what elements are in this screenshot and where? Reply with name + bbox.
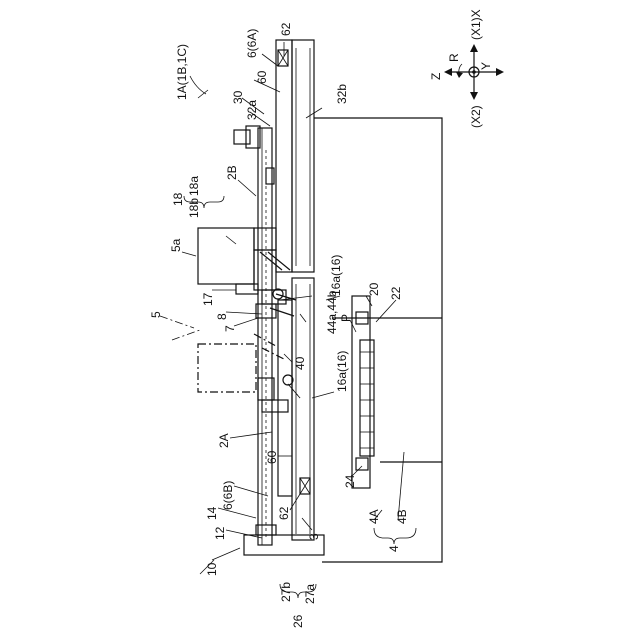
axis-label-r: R: [447, 53, 461, 62]
reference-arrows: [190, 76, 214, 574]
label-5: 5: [149, 311, 163, 318]
label-24: 24: [343, 474, 357, 488]
leader-lines: [160, 42, 404, 560]
label-6a: 6(6A): [245, 29, 259, 58]
axis-label-x1x: (X1)X: [469, 9, 483, 40]
label-18a: 18a: [187, 176, 201, 196]
axis-label-x2: (X2): [469, 105, 483, 128]
label-62-top: 62: [279, 22, 293, 36]
tool-assembly: [256, 289, 312, 412]
label-2a: 2A: [217, 433, 231, 448]
label-4b: 4B: [395, 509, 409, 524]
label-machine: 1A(1B,1C): [175, 44, 189, 100]
label-17: 17: [201, 292, 215, 306]
label-60-top: 60: [255, 70, 269, 84]
label-16a-top: 16a(16): [329, 255, 343, 296]
axes-symbol: [444, 44, 504, 100]
label-60-bot: 60: [265, 450, 279, 464]
label-30: 30: [231, 90, 245, 104]
label-32b: 32b: [335, 84, 349, 104]
label-27b: 27b: [279, 582, 293, 602]
table-24: [352, 296, 374, 488]
side-frame: [314, 118, 442, 562]
axis-label-y: Y: [479, 62, 493, 70]
upper-guide: [266, 40, 314, 272]
label-6b: 6(6B): [221, 481, 235, 510]
label-10: 10: [205, 562, 219, 576]
base-frame: [244, 128, 324, 555]
label-16a-mid: 16a(16): [335, 351, 349, 392]
axis-label-z: Z: [429, 73, 443, 80]
label-7: 7: [223, 325, 237, 332]
label-4a: 4A: [367, 509, 381, 524]
label-26: 26: [291, 614, 305, 628]
label-18: 18: [171, 192, 185, 206]
label-8: 8: [215, 313, 229, 320]
label-14: 14: [205, 506, 219, 520]
label-20: 20: [367, 282, 381, 296]
label-5a: 5a: [169, 238, 183, 252]
label-40: 40: [293, 356, 307, 370]
label-4: 4: [387, 545, 401, 552]
phantom-head: [198, 334, 286, 392]
label-3: 3: [307, 533, 321, 540]
label-2b: 2B: [225, 165, 239, 180]
label-22: 22: [389, 286, 403, 300]
label-27a: 27a: [303, 584, 317, 604]
label-62-bot: 62: [277, 506, 291, 520]
label-18b: 18b: [187, 198, 201, 218]
label-p: P: [339, 314, 353, 322]
label-32a: 32a: [245, 100, 259, 120]
label-12: 12: [213, 526, 227, 540]
